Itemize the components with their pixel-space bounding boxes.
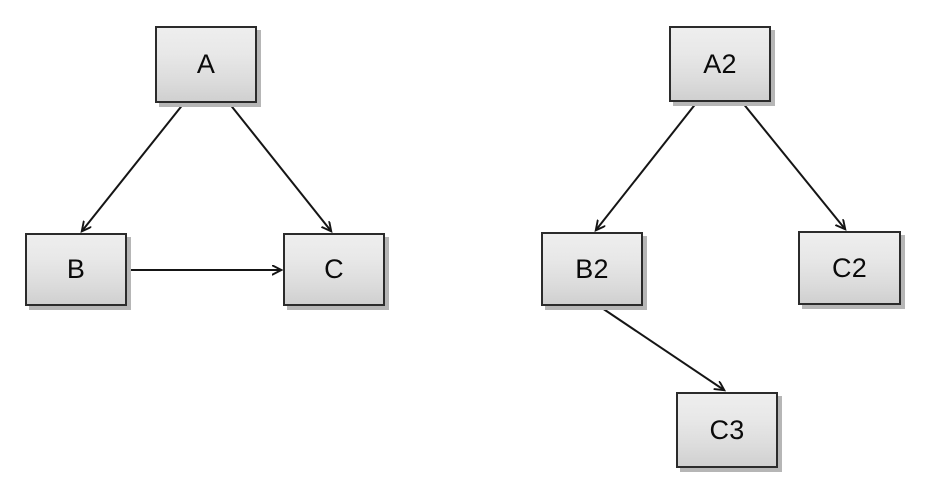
node-c[interactable]: C: [283, 233, 385, 306]
node-b2-label: B2: [575, 253, 609, 284]
node-b[interactable]: B: [25, 233, 127, 306]
node-c2[interactable]: C2: [798, 231, 901, 305]
node-a2-label: A2: [703, 48, 737, 79]
node-c3[interactable]: C3: [676, 392, 778, 468]
node-a[interactable]: A: [155, 26, 257, 103]
edge-b2-to-c3: [598, 305, 724, 390]
edge-a-to-c: [228, 102, 331, 231]
node-a2[interactable]: A2: [669, 26, 771, 102]
node-c-label: C: [324, 254, 344, 284]
node-c2-label: C2: [831, 252, 868, 283]
node-b2[interactable]: B2: [541, 232, 643, 306]
edge-a-to-b: [82, 102, 185, 231]
node-a-label: A: [196, 49, 216, 79]
node-c3-label: C3: [709, 414, 745, 445]
node-b-label: B: [66, 254, 86, 284]
edge-a2-to-b2: [596, 101, 698, 230]
edge-a2-to-c2: [741, 101, 845, 229]
